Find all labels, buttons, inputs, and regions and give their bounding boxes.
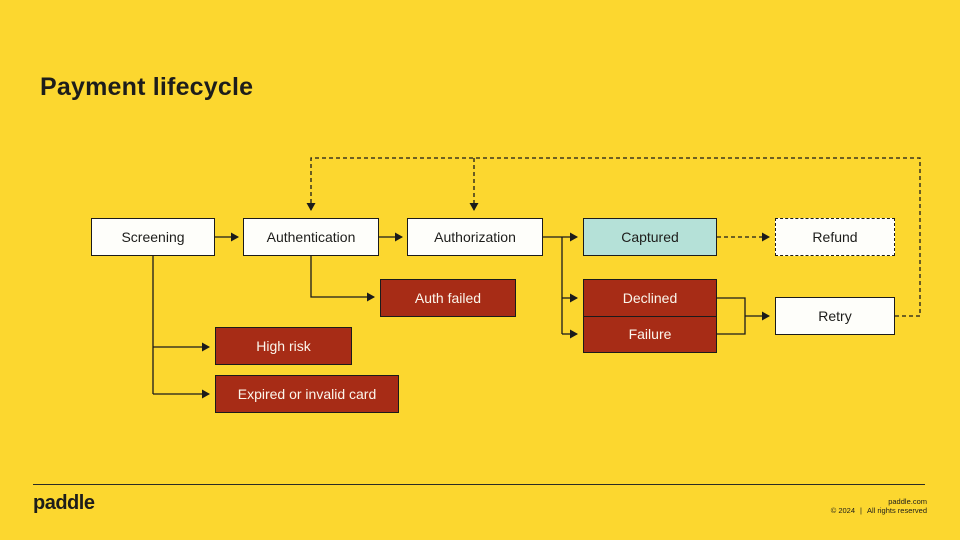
node-authentication: Authentication <box>243 218 379 256</box>
edge-retry-loop-authentication-dashed <box>306 157 921 317</box>
node-expired-invalid-card: Expired or invalid card <box>215 375 399 413</box>
node-high-risk: High risk <box>215 327 352 365</box>
node-declined: Declined <box>584 280 716 317</box>
paddle-logo: paddle <box>33 492 95 514</box>
footer-website: paddle.com <box>888 497 927 506</box>
node-refund: Refund <box>775 218 895 256</box>
footer-legal: paddle.com © 2024 | All rights reserved <box>831 497 927 515</box>
node-failure: Failure <box>628 326 672 343</box>
edge-declined-failure-bracket <box>717 297 746 335</box>
footer-copyright: © 2024 <box>830 506 856 515</box>
node-auth-failed: Auth failed <box>380 279 516 317</box>
node-authorization: Authorization <box>407 218 543 256</box>
node-group-declined-failure: Declined Failure <box>583 279 717 353</box>
footer-copyright-line: © 2024 | All rights reserved <box>831 506 927 515</box>
footer-rights: All rights reserved <box>866 506 927 515</box>
node-captured: Captured <box>583 218 717 256</box>
node-retry: Retry <box>775 297 895 335</box>
footer-separator: | <box>860 506 862 515</box>
node-screening: Screening <box>91 218 215 256</box>
edge-authentication-auth-failed <box>310 256 375 302</box>
page-title: Payment lifecycle <box>40 73 254 101</box>
footer-divider <box>33 484 925 485</box>
